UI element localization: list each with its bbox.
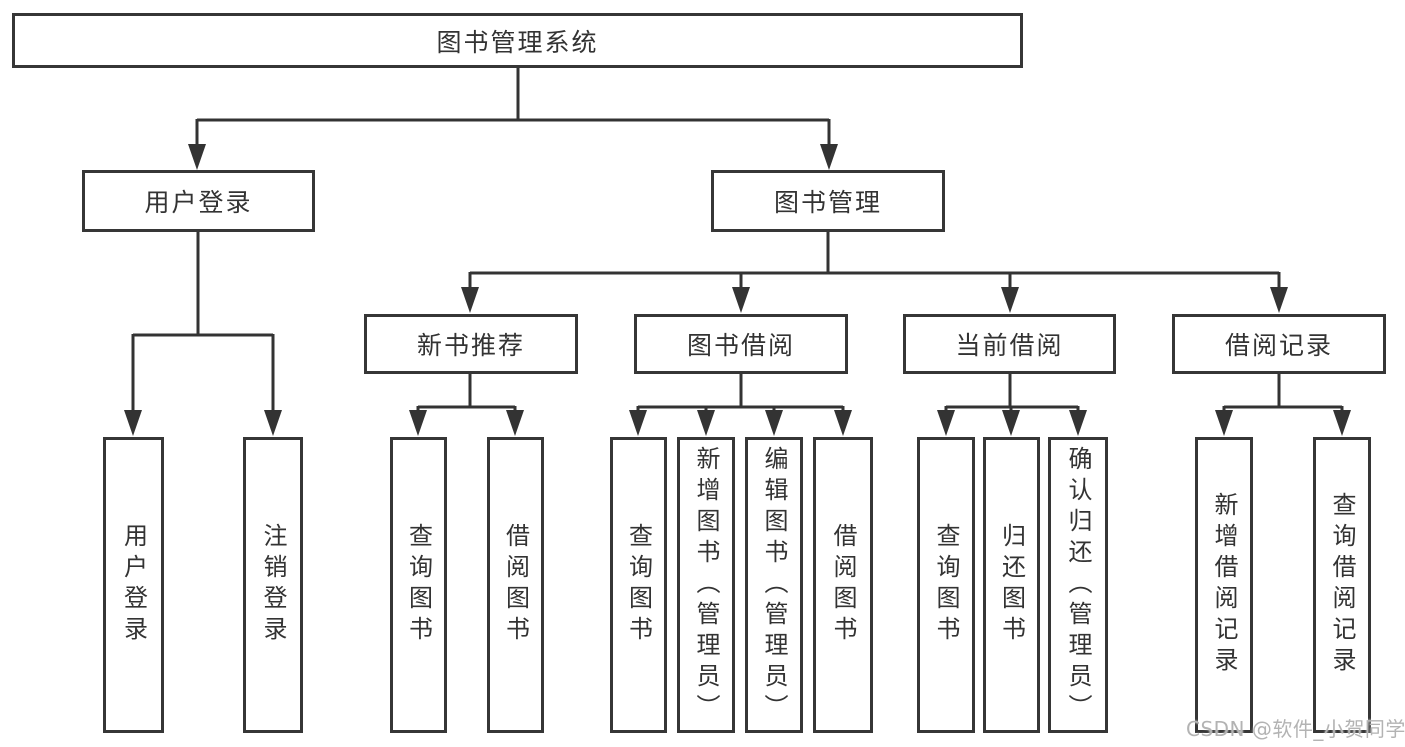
leaf-logout-login: 注销登录	[243, 437, 303, 733]
leaf-borrow-books-borrowing: 借阅图书	[813, 437, 873, 733]
leaf-borrow-books-recommend: 借阅图书	[487, 437, 544, 733]
leaf-return-book: 归还图书	[983, 437, 1040, 733]
leaf-query-books-recommend: 查询图书	[390, 437, 447, 733]
leaf-add-borrow-record: 新增借阅记录	[1195, 437, 1253, 733]
leaf-user-login: 用户登录	[103, 437, 164, 733]
node-book-borrowing: 图书借阅	[634, 314, 848, 374]
node-current-borrowing: 当前借阅	[903, 314, 1116, 374]
leaf-confirm-return-admin: 确认归还（管理员）	[1048, 437, 1108, 733]
leaf-edit-book-admin: 编辑图书（管理员）	[745, 437, 803, 733]
leaf-add-book-admin: 新增图书（管理员）	[677, 437, 735, 733]
watermark: CSDN @软件_小贺同学	[1186, 717, 1405, 741]
node-root: 图书管理系统	[12, 13, 1023, 68]
leaf-query-books-current: 查询图书	[917, 437, 975, 733]
node-new-book-recommend: 新书推荐	[364, 314, 578, 374]
leaf-query-borrow-record: 查询借阅记录	[1313, 437, 1371, 733]
leaf-query-books-borrowing: 查询图书	[610, 437, 667, 733]
node-book-management: 图书管理	[711, 170, 945, 232]
node-user-login: 用户登录	[82, 170, 315, 232]
node-borrowing-records: 借阅记录	[1172, 314, 1386, 374]
